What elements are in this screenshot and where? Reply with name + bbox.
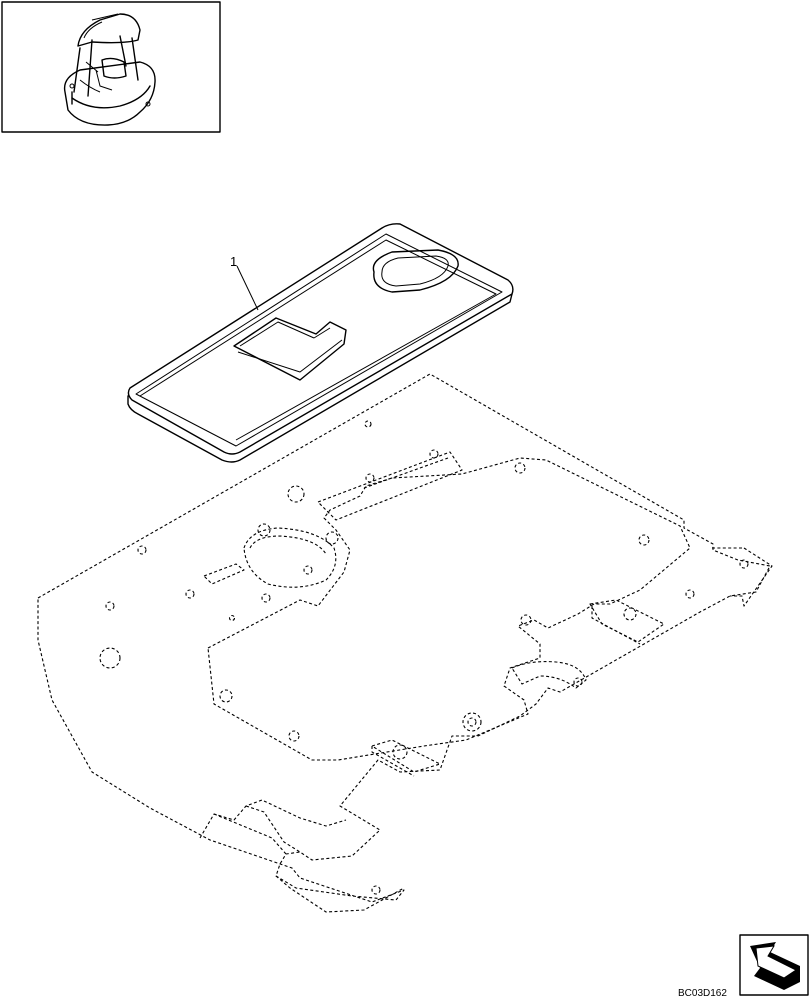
excavator-cab-icon (63, 13, 156, 126)
floor-mat-part (127, 223, 514, 463)
locator-thumbnail (1, 1, 221, 133)
view-direction-icon (739, 934, 809, 996)
callout-label: 1 (230, 254, 237, 269)
callout-1: 1 (230, 254, 259, 311)
floor-plate-outline (37, 373, 773, 913)
drawing-code: BC03D162 (678, 988, 727, 999)
